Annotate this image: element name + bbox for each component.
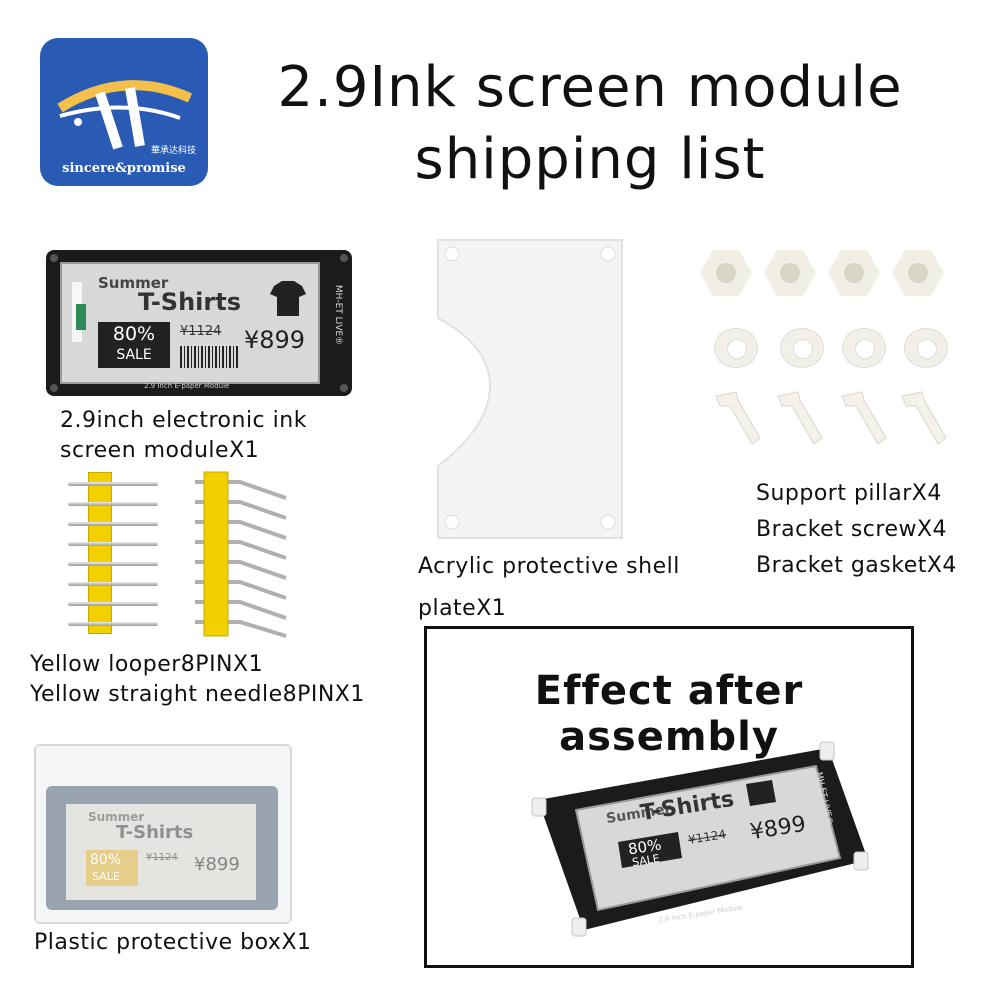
assembled-module-image: Summer T-Shirts 80% SALE ¥1124 ¥899 2.9 …: [528, 740, 874, 940]
barcode: [180, 346, 240, 368]
pins-caption-line-1: Yellow looper8PINX1: [30, 652, 264, 677]
title-line-2: shipping list: [414, 127, 766, 192]
title-line-1: 2.9Ink screen module: [277, 55, 903, 120]
summer-text: Summer: [98, 274, 169, 292]
acrylic-caption: Acrylic protective shell plateX1: [418, 546, 680, 630]
tshirt-icon: [270, 281, 306, 316]
box-new-price: ¥899: [194, 854, 240, 875]
right-angle-pin-header-image: [190, 468, 300, 640]
hardware-image: [694, 246, 964, 456]
box-sale-text: SALE: [92, 870, 120, 883]
module-caption: 2.9inch electronic ink screen moduleX1: [60, 406, 307, 466]
percent-text: 80%: [112, 323, 156, 345]
module-caption-line-2: screen moduleX1: [60, 438, 260, 463]
logo-mark-icon: [57, 80, 193, 150]
acrylic-plate-image: [430, 236, 630, 542]
sale-text: SALE: [116, 347, 152, 363]
hardware-caption: Support pillarX4 Bracket screwX4 Bracket…: [756, 476, 957, 584]
old-price: ¥1124: [180, 324, 222, 339]
straight-pin-header-image: [60, 472, 160, 636]
module-caption-line-1: 2.9inch electronic ink: [60, 408, 307, 433]
effect-title: Effect after assembly: [534, 668, 804, 760]
tshirts-text: T-Shirts: [138, 288, 241, 316]
hardware-caption-line-1: Support pillarX4: [756, 481, 942, 506]
board-label: 2.9 Inch E-paper Module: [144, 382, 230, 390]
plastic-box-image: Summer T-Shirts 80% SALE ¥1124 ¥899: [34, 744, 292, 924]
box-caption: Plastic protective boxX1: [34, 930, 312, 955]
pins-caption: Yellow looper8PINX1 Yellow straight need…: [30, 650, 365, 710]
box-percent-text: 80%: [90, 852, 122, 868]
logo-chinese-text: 華承达科技: [150, 146, 196, 156]
box-old-price: ¥1124: [146, 852, 178, 863]
new-price: ¥899: [244, 326, 306, 354]
box-tshirts-text: T-Shirts: [116, 822, 194, 843]
eink-module-image: Summer T-Shirts 80% SALE ¥1124 ¥899 MH-E…: [46, 250, 352, 396]
hardware-caption-line-3: Bracket gasketX4: [756, 553, 957, 578]
sale-badge: 80% SALE: [98, 322, 170, 368]
eink-display: Summer T-Shirts 80% SALE ¥1124 ¥899: [60, 262, 320, 384]
acrylic-caption-line-1: Acrylic protective shell: [418, 554, 680, 579]
brand-logo: 華承达科技 sincere&promise: [40, 38, 208, 186]
side-label: MH-ET LIVE®: [333, 284, 344, 346]
pins-caption-line-2: Yellow straight needle8PINX1: [30, 682, 365, 707]
assembly-frame: [424, 626, 914, 968]
hardware-caption-line-2: Bracket screwX4: [756, 517, 948, 542]
box-summer-text: Summer: [88, 810, 145, 824]
logo-brand-text: sincere&promise: [62, 161, 186, 176]
acrylic-caption-line-2: plateX1: [418, 596, 507, 621]
page-title: 2.9Ink screen module shipping list: [240, 52, 940, 196]
